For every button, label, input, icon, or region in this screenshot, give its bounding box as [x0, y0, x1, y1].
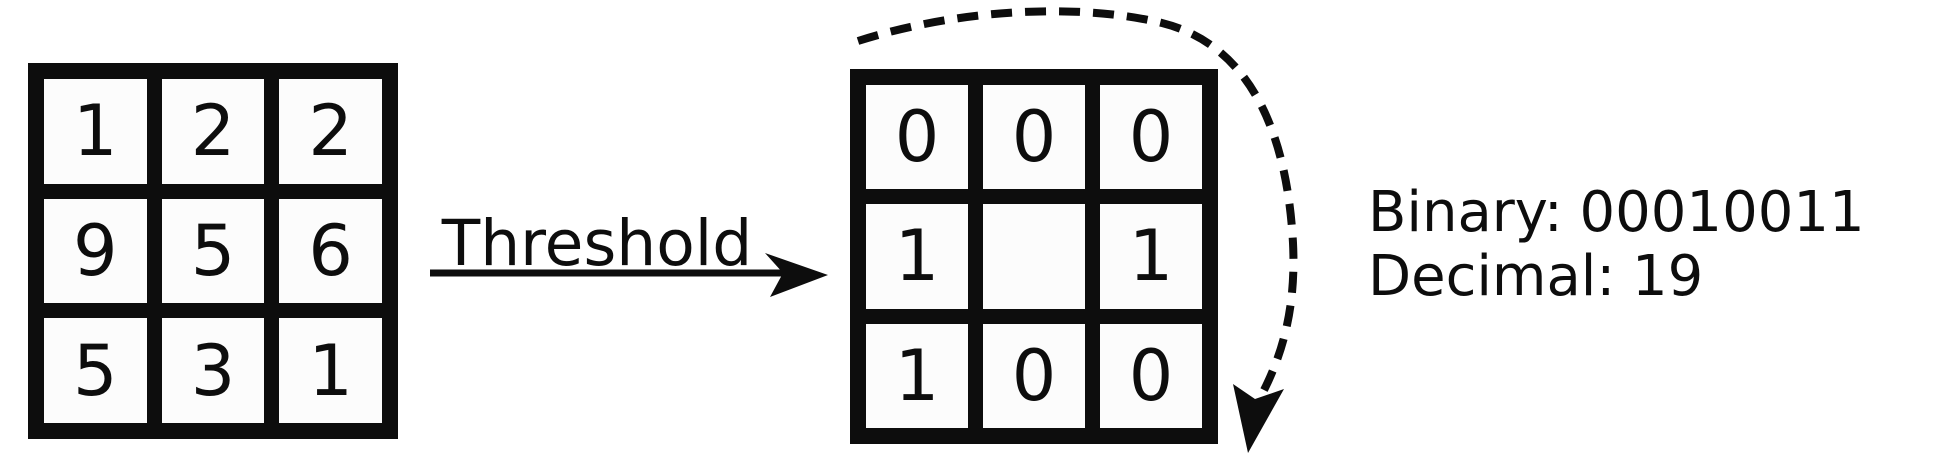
output-grid-cell: 1 — [866, 204, 968, 309]
decimal-label: Decimal: — [1368, 243, 1616, 309]
output-grid-cell-center-empty — [983, 204, 1085, 309]
input-grid-cell: 1 — [279, 318, 382, 423]
output-grid-cell: 0 — [983, 323, 1085, 428]
input-grid-cell: 2 — [279, 79, 382, 184]
threshold-arrowhead-icon — [765, 253, 828, 297]
input-grid-cell: 5 — [161, 198, 265, 304]
input-grid-cell: 6 — [279, 198, 382, 304]
output-grid: 0 0 0 1 1 1 0 0 — [850, 69, 1218, 444]
output-grid-cell: 0 — [866, 85, 968, 190]
output-grid-cell: 1 — [1100, 204, 1202, 309]
output-grid-cell: 0 — [1100, 323, 1202, 428]
binary-label: Binary: — [1368, 180, 1563, 245]
output-grid-cell: 1 — [866, 323, 968, 428]
threshold-arrow-label: Threshold — [441, 207, 753, 280]
input-grid-cell: 5 — [44, 318, 147, 423]
decimal-result-line: Decimal: 19 — [1368, 243, 1865, 309]
output-grid-cell: 0 — [1100, 85, 1202, 190]
binary-result-line: Binary: 00010011 — [1368, 181, 1865, 245]
input-grid-cell: 1 — [44, 79, 147, 184]
input-grid-cell: 9 — [44, 198, 147, 304]
input-grid: 1 2 2 9 5 6 5 3 1 — [28, 63, 398, 439]
result-text: Binary: 00010011 Decimal: 19 — [1368, 181, 1865, 309]
output-grid-cell: 0 — [983, 85, 1085, 190]
binary-value: 00010011 — [1579, 180, 1865, 245]
input-grid-cell: 2 — [161, 79, 265, 184]
decimal-value: 19 — [1632, 243, 1704, 309]
rotation-arrowhead-icon — [1233, 384, 1284, 453]
input-grid-cell: 3 — [161, 318, 265, 423]
